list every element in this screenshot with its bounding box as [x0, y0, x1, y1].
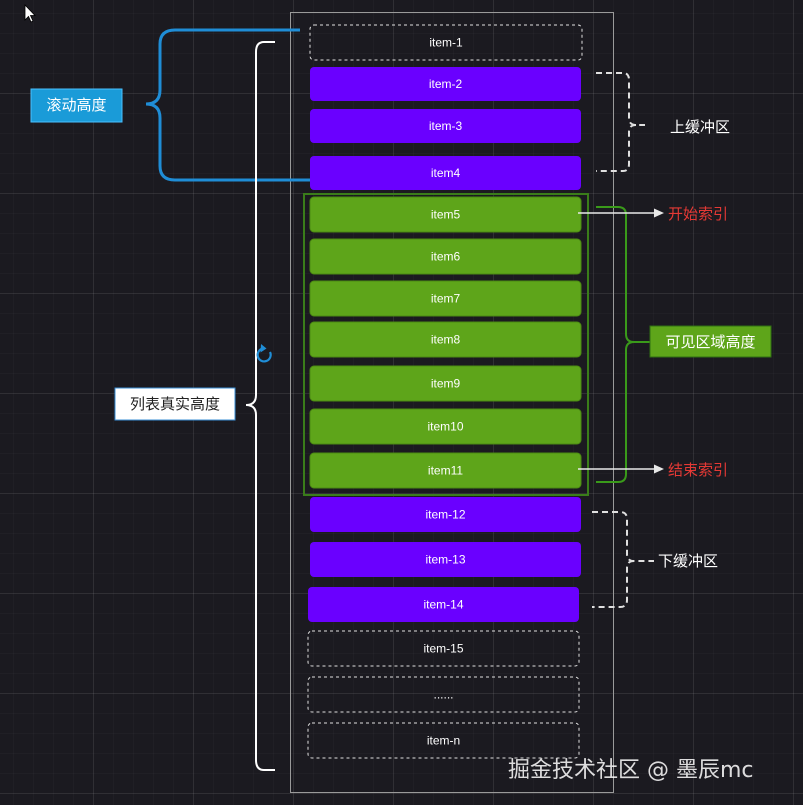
list-item-label: item10	[427, 420, 463, 434]
scroll-height-brace	[145, 28, 310, 182]
visible-height-label: 可见区域高度	[665, 333, 755, 351]
list-item-label: item-14	[423, 598, 463, 612]
list-item-label: item-15	[423, 642, 463, 656]
list-item: item9	[309, 365, 582, 402]
list-item-label: item-n	[427, 734, 460, 748]
list-item-box	[310, 67, 581, 101]
list-item-box	[310, 109, 581, 143]
list-item-box	[309, 321, 582, 358]
upper-buffer-brace	[596, 72, 645, 172]
list-item: ......	[307, 676, 580, 713]
list-item: item10	[309, 408, 582, 445]
list-item-box	[307, 722, 580, 759]
list-item: item-2	[310, 67, 581, 101]
list-real-height-brace	[245, 41, 275, 771]
list-item-label: ......	[433, 688, 453, 702]
visible-height-box	[649, 325, 772, 358]
scroll-height-label: 滚动高度	[46, 96, 106, 114]
list-item: item-3	[310, 109, 581, 143]
visible-area-frame	[303, 193, 589, 496]
list-item: item-14	[308, 587, 579, 622]
upper-buffer-label: 上缓冲区	[670, 118, 730, 136]
list-item: item5	[309, 196, 582, 233]
list-item-box	[309, 238, 582, 275]
scroll-height-box	[30, 88, 123, 123]
visible-height-brace	[596, 206, 652, 483]
pointer-cursor-icon	[24, 4, 36, 23]
list-item: item7	[309, 280, 582, 317]
list-item-label: item-13	[425, 553, 465, 567]
list-real-height-label: 列表真实高度	[130, 395, 220, 413]
list-item: item4	[310, 156, 581, 190]
list-item-label: item6	[431, 250, 461, 264]
list-item: item6	[309, 238, 582, 275]
list-item-box	[310, 542, 581, 577]
list-item-box	[309, 196, 582, 233]
list-item-label: item11	[428, 464, 463, 478]
list-item: item-1	[309, 24, 583, 61]
list-item-box	[308, 587, 579, 622]
list-item-box	[309, 408, 582, 445]
list-item-box	[309, 452, 582, 489]
list-item-label: item-3	[429, 119, 463, 133]
list-item-label: item9	[431, 377, 461, 391]
list-item-label: item8	[431, 333, 461, 347]
list-real-height-box	[114, 387, 236, 421]
list-item: item-n	[307, 722, 580, 759]
list-container	[290, 12, 614, 793]
list-item-box	[309, 365, 582, 402]
end-index-label: 结束索引	[668, 461, 728, 479]
list-item-box	[309, 280, 582, 317]
list-item-label: item-12	[425, 508, 465, 522]
list-item: item11	[309, 452, 582, 489]
list-item-box	[310, 497, 581, 532]
list-item: item8	[309, 321, 582, 358]
list-item-box	[309, 24, 583, 61]
watermark: 掘金技术社区 @ 墨辰mc	[508, 758, 754, 783]
list-item-label: item4	[431, 166, 461, 180]
start-index-label: 开始索引	[668, 205, 728, 223]
list-item: item-13	[310, 542, 581, 577]
list-item-box	[307, 676, 580, 713]
end-index-arrowhead	[654, 464, 664, 474]
list-item-label: item-2	[429, 77, 463, 91]
list-item-label: item5	[431, 208, 461, 222]
list-item-label: item-1	[429, 36, 463, 50]
refresh-icon	[256, 344, 272, 363]
start-index-arrowhead	[654, 208, 664, 218]
list-item-label: item7	[431, 292, 461, 306]
list-items: item-1 item-2 item-3 item4 item5 item6 item7 it…	[307, 24, 583, 759]
list-item-box	[307, 630, 580, 667]
list-item-box	[310, 156, 581, 190]
lower-buffer-label: 下缓冲区	[658, 552, 718, 570]
list-item: item-15	[307, 630, 580, 667]
list-item: item-12	[310, 497, 581, 532]
lower-buffer-brace	[592, 511, 654, 608]
